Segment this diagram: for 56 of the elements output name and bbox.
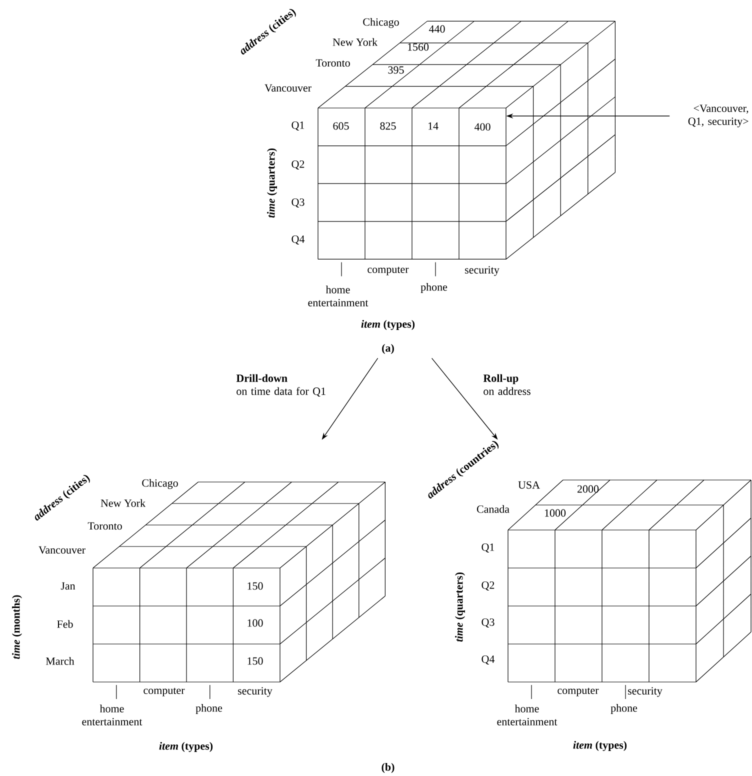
cell-value: 605 (333, 122, 349, 130)
member-label: computer (558, 688, 599, 696)
member-label: Q4 (482, 655, 495, 665)
member-label: home entertainment (308, 286, 368, 306)
cell-value: 150 (248, 582, 263, 590)
cell-value: 150 (248, 657, 263, 665)
member-label: Q3 (482, 618, 494, 628)
member-label: security (238, 687, 272, 697)
member-label: Q2 (482, 581, 494, 591)
member-label: Feb (57, 620, 73, 628)
cell-value: 1560 (408, 43, 429, 51)
caption: (b) (382, 763, 394, 773)
member-label: phone (420, 283, 448, 293)
axis-title: item (types) (361, 320, 415, 330)
cell-value: 395 (388, 66, 404, 74)
member-label: Vancouver (264, 84, 312, 92)
cell-value: 2000 (578, 485, 599, 493)
member-label: Q4 (292, 235, 305, 245)
member-label: Toronto (316, 59, 350, 67)
member-label: security (465, 266, 500, 276)
cell-value: 100 (248, 619, 263, 627)
member-label: Jan (60, 582, 76, 590)
member-label: home entertainment (82, 704, 142, 726)
axis-title: time (months) (12, 595, 22, 659)
cell-value: 14 (428, 122, 438, 130)
callout-text: <Vancouver, Q1, security> (688, 104, 748, 128)
member-label: computer (144, 688, 185, 696)
axis-title: time (quarters) (455, 572, 465, 642)
cell-value: 1000 (544, 509, 566, 517)
member-label: security (628, 687, 662, 697)
member-label: New York (100, 499, 146, 507)
member-label: March (46, 657, 74, 665)
axis-title: item (types) (159, 742, 213, 752)
member-label: Q1 (482, 543, 494, 553)
node-label: (a) (382, 344, 394, 354)
member-label: USA (518, 481, 540, 489)
axis-title: item (types) (573, 741, 627, 751)
member-label: Q1 (292, 121, 304, 131)
edge-label: Roll-up on address (483, 374, 530, 395)
member-label: home entertainment (497, 704, 558, 726)
member-label: Canada (476, 505, 510, 513)
member-label: Chicago (363, 18, 399, 28)
cell-value: 825 (380, 122, 396, 130)
member-label: Vancouver (38, 546, 86, 554)
member-label: Chicago (142, 479, 178, 489)
member-label: New York (332, 38, 378, 46)
axis-title: time (quarters) (267, 148, 277, 218)
member-label: phone (610, 704, 638, 714)
member-label: Toronto (88, 522, 122, 530)
member-label: Q2 (292, 160, 304, 170)
edge-label: Drill-down on time data for Q1 (236, 374, 326, 397)
member-label: phone (196, 704, 222, 714)
cell-value: 400 (474, 123, 490, 131)
member-label: Q3 (292, 198, 304, 208)
member-label: computer (368, 266, 409, 276)
cell-value: 440 (428, 25, 445, 33)
